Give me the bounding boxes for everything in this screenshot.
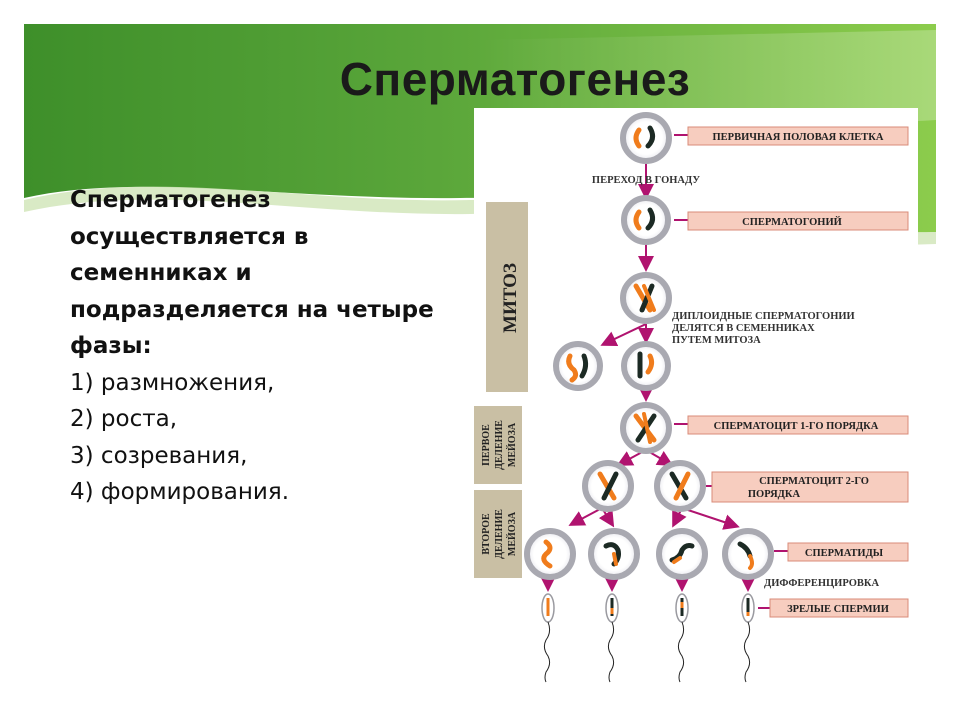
spermatogonium-cell (621, 195, 671, 245)
spermatid-cell (722, 528, 774, 580)
phase-label-meiosis2-line: ДЕЛЕНИЕ (494, 509, 505, 559)
stage-label-text: СПЕРМАТИДЫ (805, 548, 884, 559)
phase-label-meiosis1-line: МЕЙОЗА (506, 422, 518, 467)
phase-label-meiosis1-line: ПЕРВОЕ (481, 424, 492, 466)
annotation-mitosis-note: ДИПЛОИДНЫЕ СПЕРМАТОГОНИИ (672, 311, 855, 322)
spermatogonium-daughter-cell (553, 341, 603, 391)
annotation-mitosis-note: ДЕЛЯТСЯ В СЕМЕННИКАХ (672, 323, 815, 334)
body-line: 4) формирования. (70, 479, 290, 505)
phase-box-mitosis: МИТОЗ (486, 202, 528, 392)
body-line: фазы: (70, 333, 152, 359)
annotation-differentiation: ДИФФЕРЕНЦИРОВКА (764, 578, 879, 589)
spermatid-cell (588, 528, 640, 580)
stage-label-spermatocyte-1: СПЕРМАТОЦИТ 1-ГО ПОРЯДКА (687, 415, 909, 435)
body-line: подразделяется на четыре (70, 296, 434, 323)
phase-label-meiosis2-line: ВТОРОЕ (481, 513, 492, 555)
stage-label-spermatids: СПЕРМАТИДЫ (787, 542, 909, 562)
mature-sperm (675, 593, 689, 683)
slide-body-text: Сперматогенез осуществляется в семенника… (70, 182, 470, 511)
phase-box-meiosis-1: ПЕРВОЕ ДЕЛЕНИЕ МЕЙОЗА (474, 406, 522, 484)
phase-label-meiosis2-line: МЕЙОЗА (506, 511, 518, 556)
annotation-mitosis-note: ПУТЕМ МИТОЗА (672, 335, 761, 346)
mature-sperm (605, 593, 619, 683)
spermatogenesis-diagram: МИТОЗ ПЕРВОЕ ДЕЛЕНИЕ МЕЙОЗА ВТОРОЕ ДЕЛЕН… (474, 108, 918, 686)
mature-sperm (741, 593, 755, 683)
stage-label-spermatocyte-2: СПЕРМАТОЦИТ 2-ГО ПОРЯДКА (711, 471, 909, 503)
spermatocyte-2-cell (582, 460, 634, 512)
phase-label-mitosis: МИТОЗ (500, 263, 521, 333)
stage-label-text: СПЕРМАТОЦИТ 1-ГО ПОРЯДКА (714, 421, 879, 432)
spermatocyte-1-cell (620, 402, 672, 454)
body-line: 1) размножения, (70, 369, 275, 396)
annotation-transition: ПЕРЕХОД В ГОНАДУ (592, 175, 700, 186)
spermatogonium-daughter-cell (621, 341, 671, 391)
body-line: 3) созревания, (70, 442, 248, 469)
stage-label-text: ПОРЯДКА (748, 489, 801, 500)
spermatid-cell (524, 528, 576, 580)
phase-label-meiosis1-line: ДЕЛЕНИЕ (494, 420, 505, 470)
slide-title: Сперматогенез (339, 53, 691, 105)
phase-box-meiosis-2: ВТОРОЕ ДЕЛЕНИЕ МЕЙОЗА (474, 490, 522, 578)
stage-label-text: СПЕРМАТОЦИТ 2-ГО (759, 476, 869, 487)
mature-sperm (541, 593, 555, 683)
stage-label-primary-germ-cell: ПЕРВИЧНАЯ ПОЛОВАЯ КЛЕТКА (687, 126, 909, 146)
body-line: осуществляется в (70, 223, 309, 250)
stage-label-text: СПЕРМАТОГОНИЙ (742, 216, 842, 228)
stage-label-mature-sperm: ЗРЕЛЫЕ СПЕРМИИ (769, 598, 909, 618)
body-line: 2) роста, (70, 406, 178, 432)
stage-label-text: ПЕРВИЧНАЯ ПОЛОВАЯ КЛЕТКА (713, 132, 884, 143)
body-line: семенниках и (70, 260, 252, 286)
body-line: Сперматогенез (70, 187, 271, 213)
stage-label-text: ЗРЕЛЫЕ СПЕРМИИ (787, 604, 889, 615)
stage-label-spermatogonium: СПЕРМАТОГОНИЙ (687, 211, 909, 231)
dividing-spermatogonium-cell (620, 272, 672, 324)
spermatid-cell (656, 528, 708, 580)
primary-germ-cell (620, 112, 672, 164)
spermatocyte-2-cell (654, 460, 706, 512)
